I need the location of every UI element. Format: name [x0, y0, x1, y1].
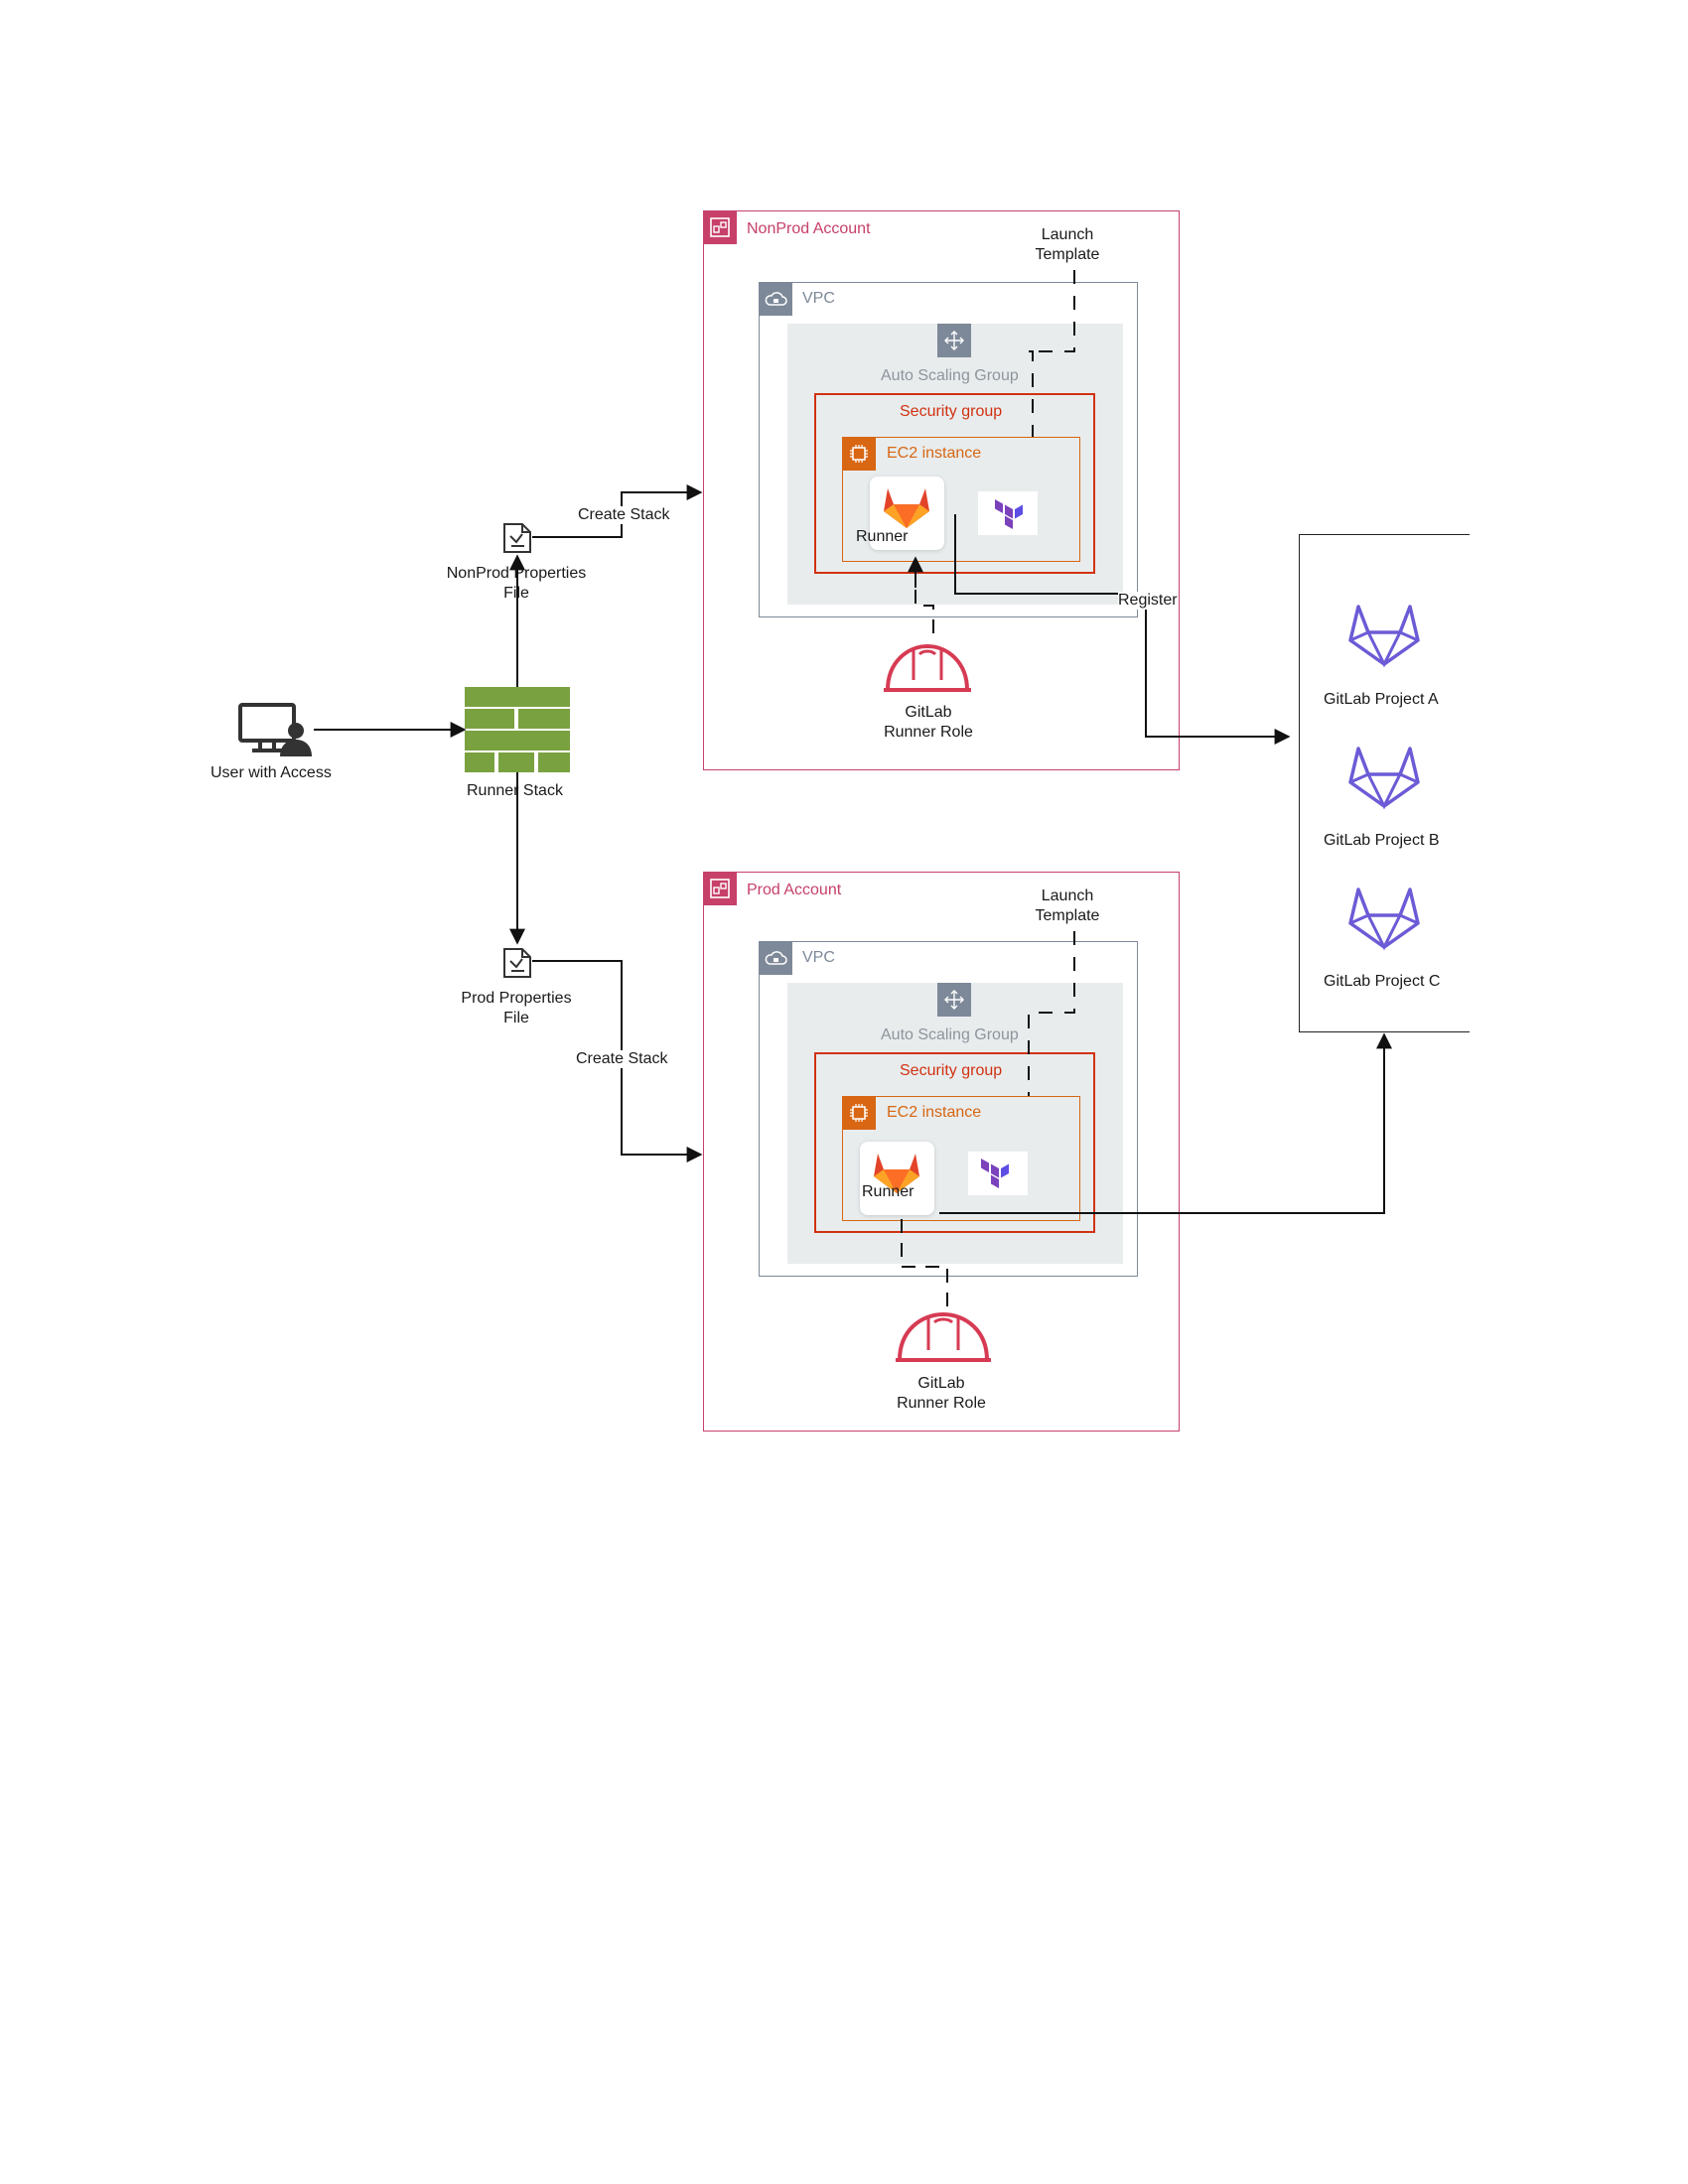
- gitlab-fox-icon: [884, 488, 929, 528]
- prod-props-line1: Prod Properties: [461, 990, 572, 1007]
- runner-stack-label: Runner Stack: [467, 782, 563, 799]
- ec2-chip-icon: [842, 437, 876, 471]
- launch-template-line1: Launch: [1041, 226, 1094, 243]
- nonprod-ec2-title: EC2 instance: [887, 445, 982, 462]
- role-label-line2: Runner Role: [884, 724, 973, 741]
- prod-security-group-box: [814, 1052, 1095, 1233]
- prod-security-group-title: Security group: [900, 1062, 1003, 1079]
- nonprod-account-box: [703, 210, 1180, 770]
- gitlab-project-a-icon: [1348, 605, 1420, 668]
- user-label: User with Access: [211, 764, 332, 781]
- prod-ec2-title: EC2 instance: [887, 1104, 982, 1121]
- gitlab-project-c-icon: [1348, 887, 1420, 951]
- vpc-cloud-icon: [759, 941, 792, 975]
- register-arrow: [954, 514, 1291, 745]
- prod-asg-title: Auto Scaling Group: [881, 1026, 1019, 1043]
- prod-props-line2: File: [503, 1010, 529, 1026]
- nonprod-launch-template-label: Launch Template: [1013, 225, 1122, 265]
- nonprod-role-dashed-link: [914, 584, 934, 633]
- nonprod-security-group-title: Security group: [900, 403, 1003, 420]
- create-stack-bottom-label: Create Stack: [576, 1050, 668, 1068]
- gitlab-fox-icon: [874, 1154, 919, 1193]
- nonprod-account-title: NonProd Account: [747, 220, 871, 237]
- create-stack-top-label: Create Stack: [578, 506, 670, 524]
- prod-account-title: Prod Account: [747, 882, 842, 898]
- nonprod-asg-title: Auto Scaling Group: [881, 367, 1019, 384]
- auto-scaling-icon: [937, 983, 971, 1017]
- prod-runner-to-projects-arrow: [939, 1032, 1392, 1214]
- launch-template-line2: Template: [1035, 246, 1100, 263]
- vpc-cloud-icon: [759, 282, 792, 316]
- gitlab-project-b-icon: [1348, 747, 1420, 810]
- role-label-line2: Runner Role: [897, 1395, 986, 1412]
- prod-role-dashed-link: [901, 1215, 948, 1306]
- aws-account-icon: [703, 872, 737, 905]
- properties-file-icon: [503, 523, 531, 553]
- terraform-icon: [981, 1159, 1009, 1188]
- launch-template-line2: Template: [1035, 907, 1100, 924]
- role-label-line1: GitLab: [905, 704, 952, 721]
- nonprod-ec2-box: [842, 437, 1080, 562]
- nonprod-role-label: GitLab Runner Role: [874, 703, 983, 743]
- prod-launch-template-link: [1028, 931, 1075, 1096]
- prod-vpc-title: VPC: [802, 949, 835, 966]
- nonprod-props-line1: NonProd Properties: [446, 565, 587, 582]
- gitlab-project-c-label: GitLab Project C: [1324, 973, 1441, 990]
- iam-role-hardhat-icon: [896, 1311, 991, 1362]
- iam-role-hardhat-icon: [884, 643, 971, 692]
- role-label-line1: GitLab: [917, 1375, 965, 1392]
- launch-template-line1: Launch: [1041, 887, 1094, 904]
- nonprod-vpc-title: VPC: [802, 290, 835, 307]
- prod-role-label: GitLab Runner Role: [887, 1374, 996, 1414]
- prod-ec2-box: [842, 1096, 1080, 1221]
- register-label: Register: [1118, 592, 1178, 610]
- prod-runner-label: Runner: [862, 1183, 914, 1200]
- properties-file-icon: [503, 948, 531, 978]
- gitlab-project-b-label: GitLab Project B: [1324, 832, 1440, 849]
- gitlab-project-a-label: GitLab Project A: [1324, 691, 1439, 708]
- auto-scaling-icon: [937, 324, 971, 357]
- terraform-icon: [995, 499, 1023, 529]
- cloudformation-stack-icon: [465, 687, 570, 772]
- prod-launch-template-label: Launch Template: [1013, 887, 1122, 926]
- nonprod-launch-template-link: [1029, 270, 1075, 437]
- nonprod-runner-label: Runner: [856, 528, 909, 545]
- ec2-chip-icon: [842, 1096, 876, 1130]
- prod-account-box: [703, 872, 1180, 1432]
- prod-properties-file-label: Prod Properties File: [437, 989, 596, 1028]
- aws-account-icon: [703, 210, 737, 244]
- user-desktop-icon: [238, 703, 312, 756]
